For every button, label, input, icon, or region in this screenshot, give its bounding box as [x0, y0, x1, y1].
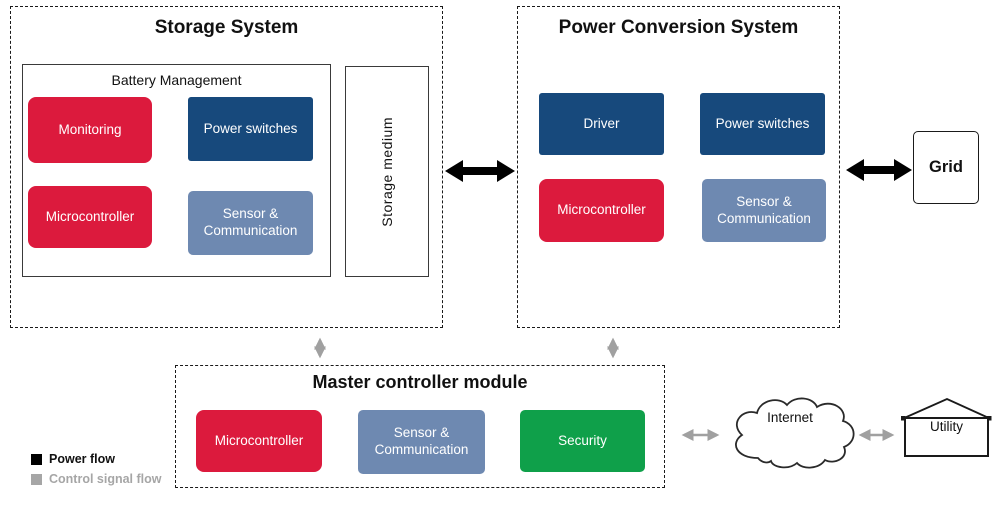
module-sensor-communication-pcs-label: Sensor & Communication: [717, 193, 811, 226]
legend-power-flow: Power flow: [31, 453, 115, 466]
utility-label: Utility: [930, 419, 963, 434]
control-signal-flow-swatch: [31, 473, 42, 485]
module-sensor-communication-storage-label: Sensor & Communication: [203, 206, 298, 238]
storage-medium-box: Storage medium: [345, 66, 429, 277]
power-flow-arrow-pcs-grid: [846, 159, 912, 181]
grid-label: Grid: [929, 158, 963, 176]
storage-system-box: Storage System: [10, 6, 443, 328]
internet-label: Internet: [767, 410, 813, 425]
module-monitoring-label: Monitoring: [58, 121, 122, 137]
module-power-switches-storage: Power switches: [188, 97, 313, 161]
module-security-label: Security: [558, 432, 607, 448]
power-flow-label: Power flow: [49, 452, 115, 466]
module-security: Security: [520, 410, 645, 472]
power-conversion-system-box: Power Conversion System: [517, 6, 840, 328]
power-flow-arrow-storage-pcs: [445, 160, 515, 182]
storage-medium-label: Storage medium: [379, 116, 395, 227]
module-monitoring: Monitoring: [28, 97, 152, 163]
module-sensor-communication-storage: Sensor & Communication: [188, 191, 313, 255]
module-microcontroller-master: Microcontroller: [196, 410, 322, 472]
power-conversion-system-title: Power Conversion System: [558, 17, 799, 38]
module-power-switches-pcs-label: Power switches: [715, 115, 810, 131]
legend-control-signal-flow: Control signal flow: [31, 473, 162, 486]
module-sensor-communication-pcs: Sensor & Communication: [702, 179, 826, 242]
power-flow-swatch: [31, 453, 42, 465]
control-signal-flow-label: Control signal flow: [49, 472, 162, 486]
module-sensor-communication-master-label: Sensor & Communication: [374, 425, 469, 457]
internet-cloud: [735, 397, 855, 469]
module-power-switches-pcs: Power switches: [700, 93, 825, 155]
master-controller-title: Master controller module: [312, 372, 528, 392]
module-microcontroller-pcs: Microcontroller: [539, 179, 664, 242]
module-microcontroller-storage: Microcontroller: [28, 186, 152, 248]
module-power-switches-storage-label: Power switches: [203, 120, 298, 136]
module-sensor-communication-master: Sensor & Communication: [358, 410, 485, 474]
module-microcontroller-storage-label: Microcontroller: [45, 208, 135, 224]
master-controller-box: Master controller module: [175, 365, 665, 488]
module-microcontroller-master-label: Microcontroller: [214, 432, 304, 448]
module-driver: Driver: [539, 93, 664, 155]
storage-system-title: Storage System: [154, 17, 299, 38]
module-microcontroller-pcs-label: Microcontroller: [557, 202, 646, 218]
grid-box: Grid: [913, 131, 979, 204]
module-driver-label: Driver: [583, 115, 620, 131]
battery-management-title: Battery Management: [111, 72, 242, 88]
